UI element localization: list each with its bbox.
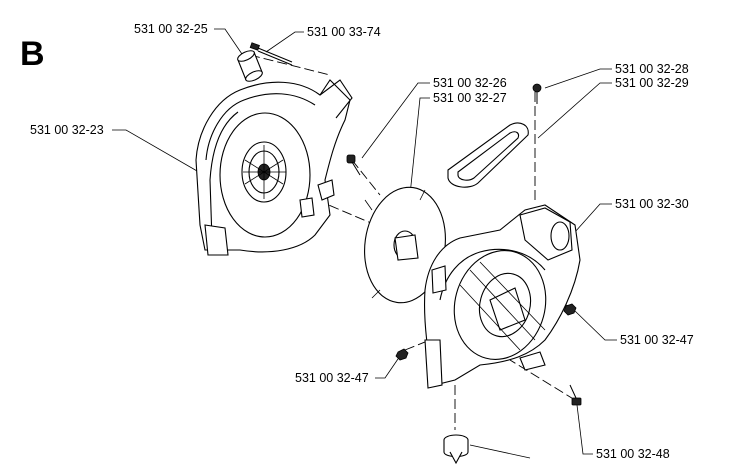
label-531-00-33-74: 531 00 33-74 — [307, 25, 381, 39]
label-531-00-32-30: 531 00 32-30 — [615, 197, 689, 211]
part-screw-32-26 — [346, 154, 361, 176]
label-531-00-32-29: 531 00 32-29 — [615, 76, 689, 90]
label-531-00-32-26: 531 00 32-26 — [433, 76, 507, 90]
part-fan-impeller-32-27 — [364, 186, 446, 304]
leader-lines — [112, 28, 617, 459]
label-531-00-32-27: 531 00 32-27 — [433, 91, 507, 105]
part-pin-32-28 — [532, 83, 542, 104]
part-nut-32-47-left — [395, 348, 409, 361]
part-gasket-32-29 — [447, 122, 529, 188]
part-screw-33-74 — [249, 42, 293, 66]
part-screw-32-48 — [569, 384, 582, 406]
leader-32-25 — [214, 28, 245, 58]
leader-32-27 — [409, 97, 430, 196]
leader-32-30 — [574, 203, 612, 233]
part-bottom-cylinder — [443, 434, 469, 465]
label-531-00-32-25: 531 00 32-25 — [134, 22, 208, 36]
leader-32-26 — [361, 82, 430, 159]
label-531-00-32-23: 531 00 32-23 — [30, 123, 104, 137]
leader-32-47-right — [574, 310, 617, 341]
part-nut-32-47-right — [563, 303, 577, 316]
label-531-00-32-48: 531 00 32-48 — [596, 447, 670, 461]
part-cylinder-32-25 — [237, 50, 263, 82]
part-fan-housing-32-30 — [424, 204, 581, 389]
leader-32-47-left — [375, 355, 401, 379]
leader-32-48 — [576, 404, 593, 455]
section-letter: B — [20, 35, 45, 73]
label-531-00-32-47-left: 531 00 32-47 — [295, 371, 369, 385]
leader-32-23 — [112, 129, 205, 176]
leader-32-29 — [537, 82, 612, 139]
label-531-00-32-28: 531 00 32-28 — [615, 62, 689, 76]
leader-33-74 — [265, 31, 304, 53]
leader-32-48-foot — [469, 444, 531, 459]
leader-32-28 — [544, 68, 612, 89]
label-531-00-32-47-right: 531 00 32-47 — [620, 333, 694, 347]
part-blower-housing-32-23 — [195, 79, 353, 256]
